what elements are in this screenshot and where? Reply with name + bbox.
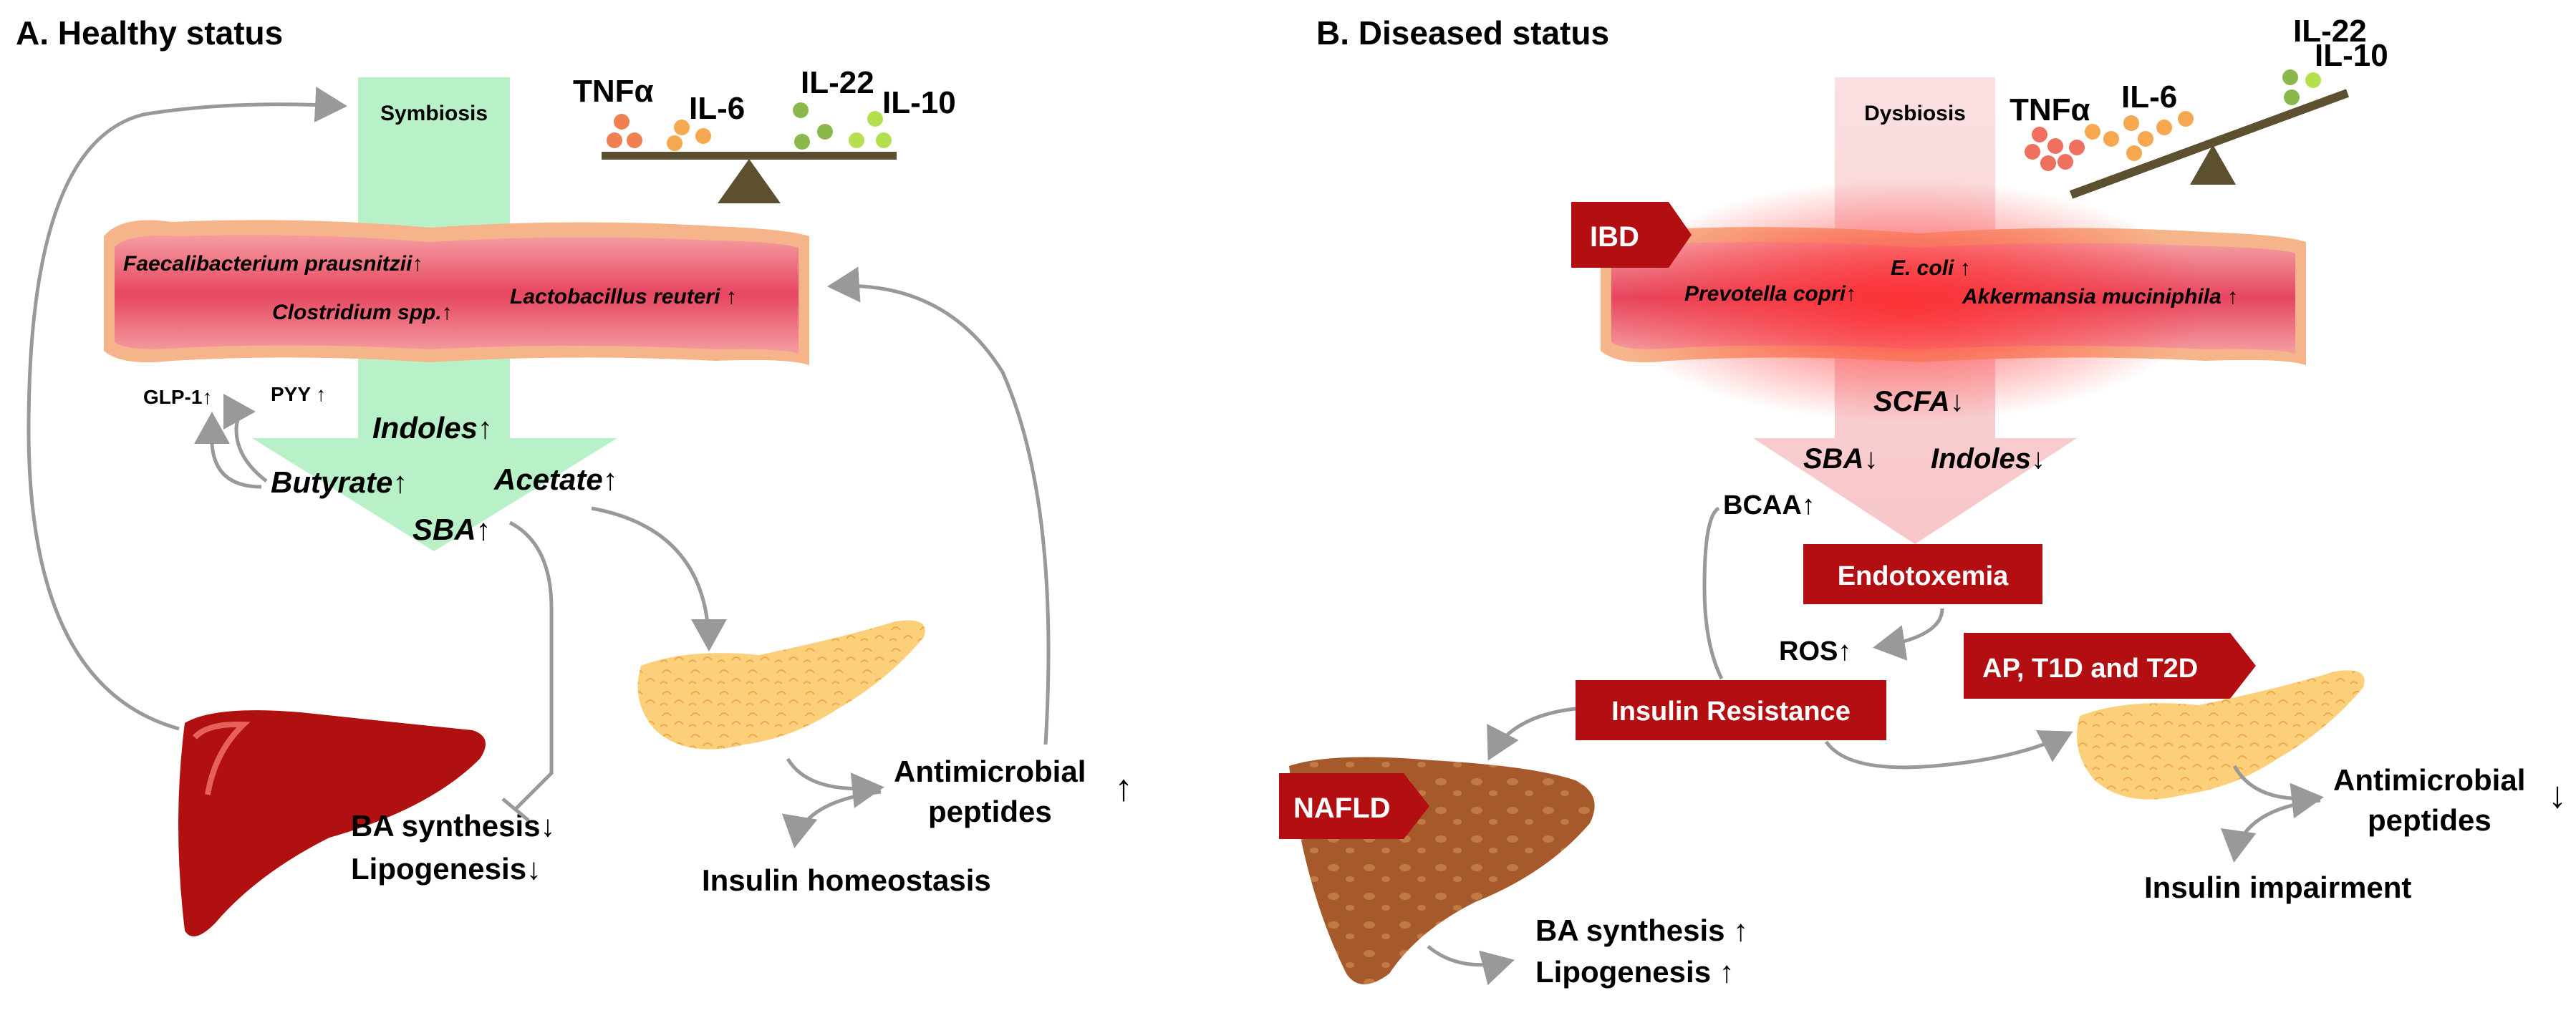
- liver-to-effects-arrow: [1427, 945, 1515, 986]
- pancreas-peptides-arrow-b: ↓: [2548, 775, 2567, 816]
- insulin-homeostasis: Insulin homeostasis: [702, 863, 991, 897]
- pancreas-diseased: [2077, 670, 2365, 800]
- scfa-label: SCFA↓: [1873, 386, 1964, 417]
- indoles-label: Indoles↑: [372, 411, 493, 445]
- ir-to-liver-arrow: [1487, 707, 1576, 761]
- tilted-beam: [2069, 89, 2350, 199]
- diseases-label: AP, T1D and T2D: [1982, 654, 2198, 684]
- balance-fulcrum: [718, 159, 781, 203]
- il22-label-b: IL-22: [2293, 14, 2367, 49]
- sba-label: SBA↑: [413, 513, 491, 546]
- acetate-label: Acetate↑: [493, 462, 618, 496]
- pyy-label: PYY ↑: [271, 383, 326, 405]
- pancreas-healthy: [637, 620, 925, 750]
- panel-a-title: A. Healthy status: [16, 14, 283, 52]
- endotoxemia-label: Endotoxemia: [1838, 561, 2009, 591]
- insulin-impairment: Insulin impairment: [2144, 871, 2411, 904]
- ibd-box: [1571, 202, 1692, 268]
- glp1-label: GLP-1↑: [143, 386, 212, 408]
- pancreas-peptides: peptides: [928, 795, 1052, 828]
- diseases-box: [1964, 633, 2256, 699]
- panel-b-title: B. Diseased status: [1316, 14, 1609, 52]
- intestine-diseased: [1601, 179, 2306, 422]
- il6-label-b: IL-6: [2121, 79, 2177, 115]
- butyrate-to-pyy-arrow: [223, 394, 268, 483]
- il6-label: IL-6: [689, 91, 745, 126]
- liver-highlight: [193, 721, 251, 795]
- ibd-label: IBD: [1590, 221, 1639, 253]
- tnfa-label-b: TNFα: [2010, 92, 2090, 127]
- ros-label: ROS↑: [1779, 636, 1851, 666]
- tnfa-label: TNFα: [573, 74, 654, 109]
- panel-healthy: A. Healthy status Symbiosis TNFα IL-6 IL…: [16, 14, 1133, 936]
- bacterium-lactobacillus: Lactobacillus reuteri ↑: [510, 285, 737, 309]
- bacterium-faecalibacterium: Faecalibacterium prausnitzii↑: [123, 252, 423, 276]
- insulin-resistance-label: Insulin Resistance: [1611, 697, 1851, 727]
- intestine-healthy: [104, 220, 809, 365]
- insulin-resistance-box: [1576, 680, 1886, 740]
- pancreas-antimicrobial: Antimicrobial: [894, 755, 1086, 788]
- symbiosis-label: Symbiosis: [380, 102, 488, 125]
- pancreas-peptides-b: peptides: [2368, 803, 2491, 837]
- il22-label: IL-22: [801, 65, 874, 100]
- nafld-label: NAFLD: [1293, 792, 1391, 824]
- butyrate-to-glp1-arrow: [194, 412, 262, 489]
- dysbiosis-label: Dysbiosis: [1864, 102, 1966, 125]
- pancreas-antimicrobial-b: Antimicrobial: [2333, 763, 2525, 797]
- sba-inhibit-line: [508, 520, 554, 810]
- endotoxemia-to-ros-arrow: [1873, 608, 1944, 661]
- liver-ba-synthesis: BA synthesis↓: [351, 809, 556, 843]
- il10-label: IL-10: [882, 85, 956, 120]
- bcaa-label: BCAA↑: [1723, 490, 1815, 520]
- liver-ba-synthesis-b: BA synthesis ↑: [1535, 913, 1748, 947]
- liver-lipogenesis-b: Lipogenesis ↑: [1535, 955, 1735, 989]
- cytokine-balance-diseased: TNFα IL-6 IL-22 IL-10: [2010, 14, 2388, 199]
- pancreas-to-gut-arrow: [827, 266, 1051, 745]
- il10-label-b: IL-10: [2315, 38, 2388, 73]
- pancreas-to-antimicrobial-arrow: [786, 757, 884, 808]
- inflammation-glow: [1604, 179, 2206, 422]
- indoles-label-b: Indoles↓: [1931, 443, 2045, 475]
- bcaa-to-ir-line: [1702, 506, 1724, 680]
- pancreas-to-insulin-arrow-b: [2220, 798, 2321, 863]
- cytokine-balance-healthy: TNFα IL-6 IL-22 IL-10: [573, 65, 956, 203]
- pancreas-peptides-arrow: ↑: [1114, 767, 1133, 809]
- pancreas-to-antimicrobial-arrow-b: [2232, 765, 2324, 819]
- endotoxemia-box: [1803, 544, 2042, 604]
- bacterium-clostridium: Clostridium spp.↑: [272, 301, 453, 324]
- liver-healthy: [178, 710, 486, 936]
- panel-diseased: B. Diseased status Dysbiosis TNFα IL-6 I…: [1279, 14, 2567, 989]
- pancreas-to-insulin-arrow: [781, 790, 882, 848]
- liver-to-symbiosis-arrow: [26, 87, 347, 731]
- butyrate-label: Butyrate↑: [271, 465, 407, 499]
- ir-to-pancreas-arrow: [1824, 730, 2073, 770]
- bacterium-prevotella: Prevotella copri↑: [1684, 282, 1856, 306]
- acetate-to-pancreas-arrow: [591, 506, 727, 651]
- balance-beam: [602, 152, 897, 160]
- liver-lipogenesis: Lipogenesis↓: [351, 852, 541, 886]
- sba-label-b: SBA↓: [1803, 443, 1878, 475]
- bacterium-ecoli: E. coli ↑: [1891, 256, 1971, 280]
- bacterium-akkermansia: Akkermansia muciniphila ↑: [1962, 285, 2238, 309]
- nafld-box: [1279, 773, 1429, 839]
- sba-inhibit-bar: [501, 798, 530, 822]
- tilted-fulcrum: [2190, 145, 2236, 185]
